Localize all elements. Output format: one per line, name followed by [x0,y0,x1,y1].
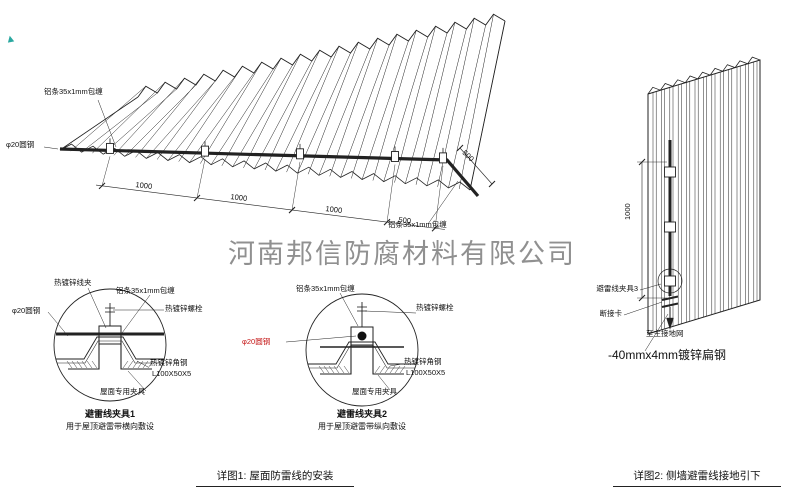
label-d2-roof-fixture: 屋面专用夹具 [352,387,397,396]
roof-dimensions [43,99,496,232]
label-d1-roof-fixture: 屋面专用夹具 [100,387,145,396]
label-d2-angle-steel: 热镀锌角钢 [404,357,442,366]
stamp-mark: ▲ [3,31,18,47]
detail1-title: 避雷线夹具1 [84,409,135,419]
label-wall-clamp3: 避雷线夹具3 [596,284,638,293]
label-d2-angle-spec: L100X50X5 [406,368,446,377]
company-watermark: 河南邦信防腐材料有限公司 [228,239,576,269]
detail2-subtitle: 用于屋顶避雷带纵向敷设 [318,422,406,431]
label-strip-bottom: 铝条35x1mm包缠 [388,220,447,229]
label-d1-bolt: 热镀锌螺栓 [165,304,203,313]
dim-wall-1000: 1000 [623,203,632,220]
label-wall-to-ground: 至主接地网 [646,329,684,338]
dim-500-chain: 500 [398,215,412,226]
label-d1-wire-clamp: 热镀锌线夹 [54,278,92,287]
label-d2-strip: 铝条35x1mm包缠 [296,284,355,293]
label-strip-top: 铝条35x1mm包缠 [44,87,103,96]
label-d2-round-steel: φ20圆钢 [242,337,271,346]
dim-1000-1: 1000 [135,180,153,191]
caption-fig1: 详图1: 屋面防雷线的安装 [196,468,354,487]
wall-conductor [657,140,683,330]
dim-1000-2: 1000 [230,192,248,203]
dim-1000-3: 1000 [325,204,343,215]
label-round-steel: φ20圆钢 [6,140,35,149]
wall-dimensions [623,158,669,352]
label-d1-angle-steel: 热镀锌角钢 [150,358,188,367]
label-d1-angle-spec: L100X50X5 [152,369,192,378]
label-wall-flat-steel: -40mmx4mm镀锌扁钢 [608,348,727,362]
label-d1-round-steel: φ20圆钢 [12,306,41,315]
roof-panel [59,13,506,191]
roof-conductor [59,138,480,198]
detail2-title: 避雷线夹具2 [336,409,387,419]
caption-fig2: 详图2: 侧墙避雷线接地引下 [613,468,781,487]
label-d1-strip: 铝条35x1mm包缠 [116,286,175,295]
detail2-drawing [285,292,419,407]
detail1-subtitle: 用于屋顶避雷带横向敷设 [66,422,154,431]
label-wall-disconnect: 断接卡 [599,309,623,318]
detail1-drawing [47,287,167,402]
wall-drawing [647,56,761,335]
label-d2-bolt: 热镀锌螺栓 [416,303,454,312]
